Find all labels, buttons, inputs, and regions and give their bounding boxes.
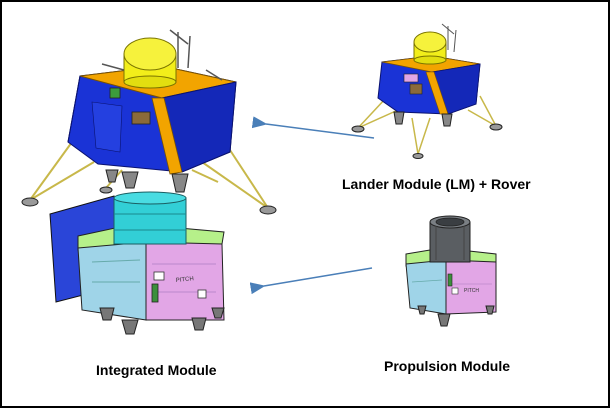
integrated-adapter [113,191,187,245]
integrated-foot-center [99,186,113,194]
arrow-propulsion-to-integrated [249,267,373,295]
integrated-lander-legs [29,141,269,209]
lander-foot-center [412,153,424,159]
label-propulsion-module: Propulsion Module [384,358,510,374]
arrow-lander-to-integrated [251,116,375,139]
propulsion-panel-pitch-text: PITCH [464,288,479,294]
label-integrated-module: Integrated Module [96,362,217,378]
integrated-fuel-tank [123,37,177,89]
integrated-foot-left [21,197,39,207]
lander-fuel-tank [413,31,447,65]
integrated-lander-body [67,65,237,175]
lander-legs [357,95,497,155]
lander-foot-right [489,123,503,131]
lander-module-illustration [351,23,503,159]
lander-body [377,55,481,115]
integrated-panel-pitch-text: PITCH [176,276,195,284]
lander-foot-left [351,125,365,133]
propulsion-bottom-thrusters [417,305,495,327]
propulsion-cylinder [429,215,471,263]
integrated-foot-right [259,205,277,215]
integrated-bottom-thrusters [99,307,225,335]
integrated-top-struts [101,29,223,81]
lander-top-struts [441,23,457,53]
label-lander-module: Lander Module (LM) + Rover [342,176,531,192]
integrated-lander-thrusters [105,169,189,193]
lander-thrusters [393,111,453,127]
propulsion-module-illustration: PITCH [405,215,497,327]
integrated-module-illustration: PITCH [21,29,277,335]
